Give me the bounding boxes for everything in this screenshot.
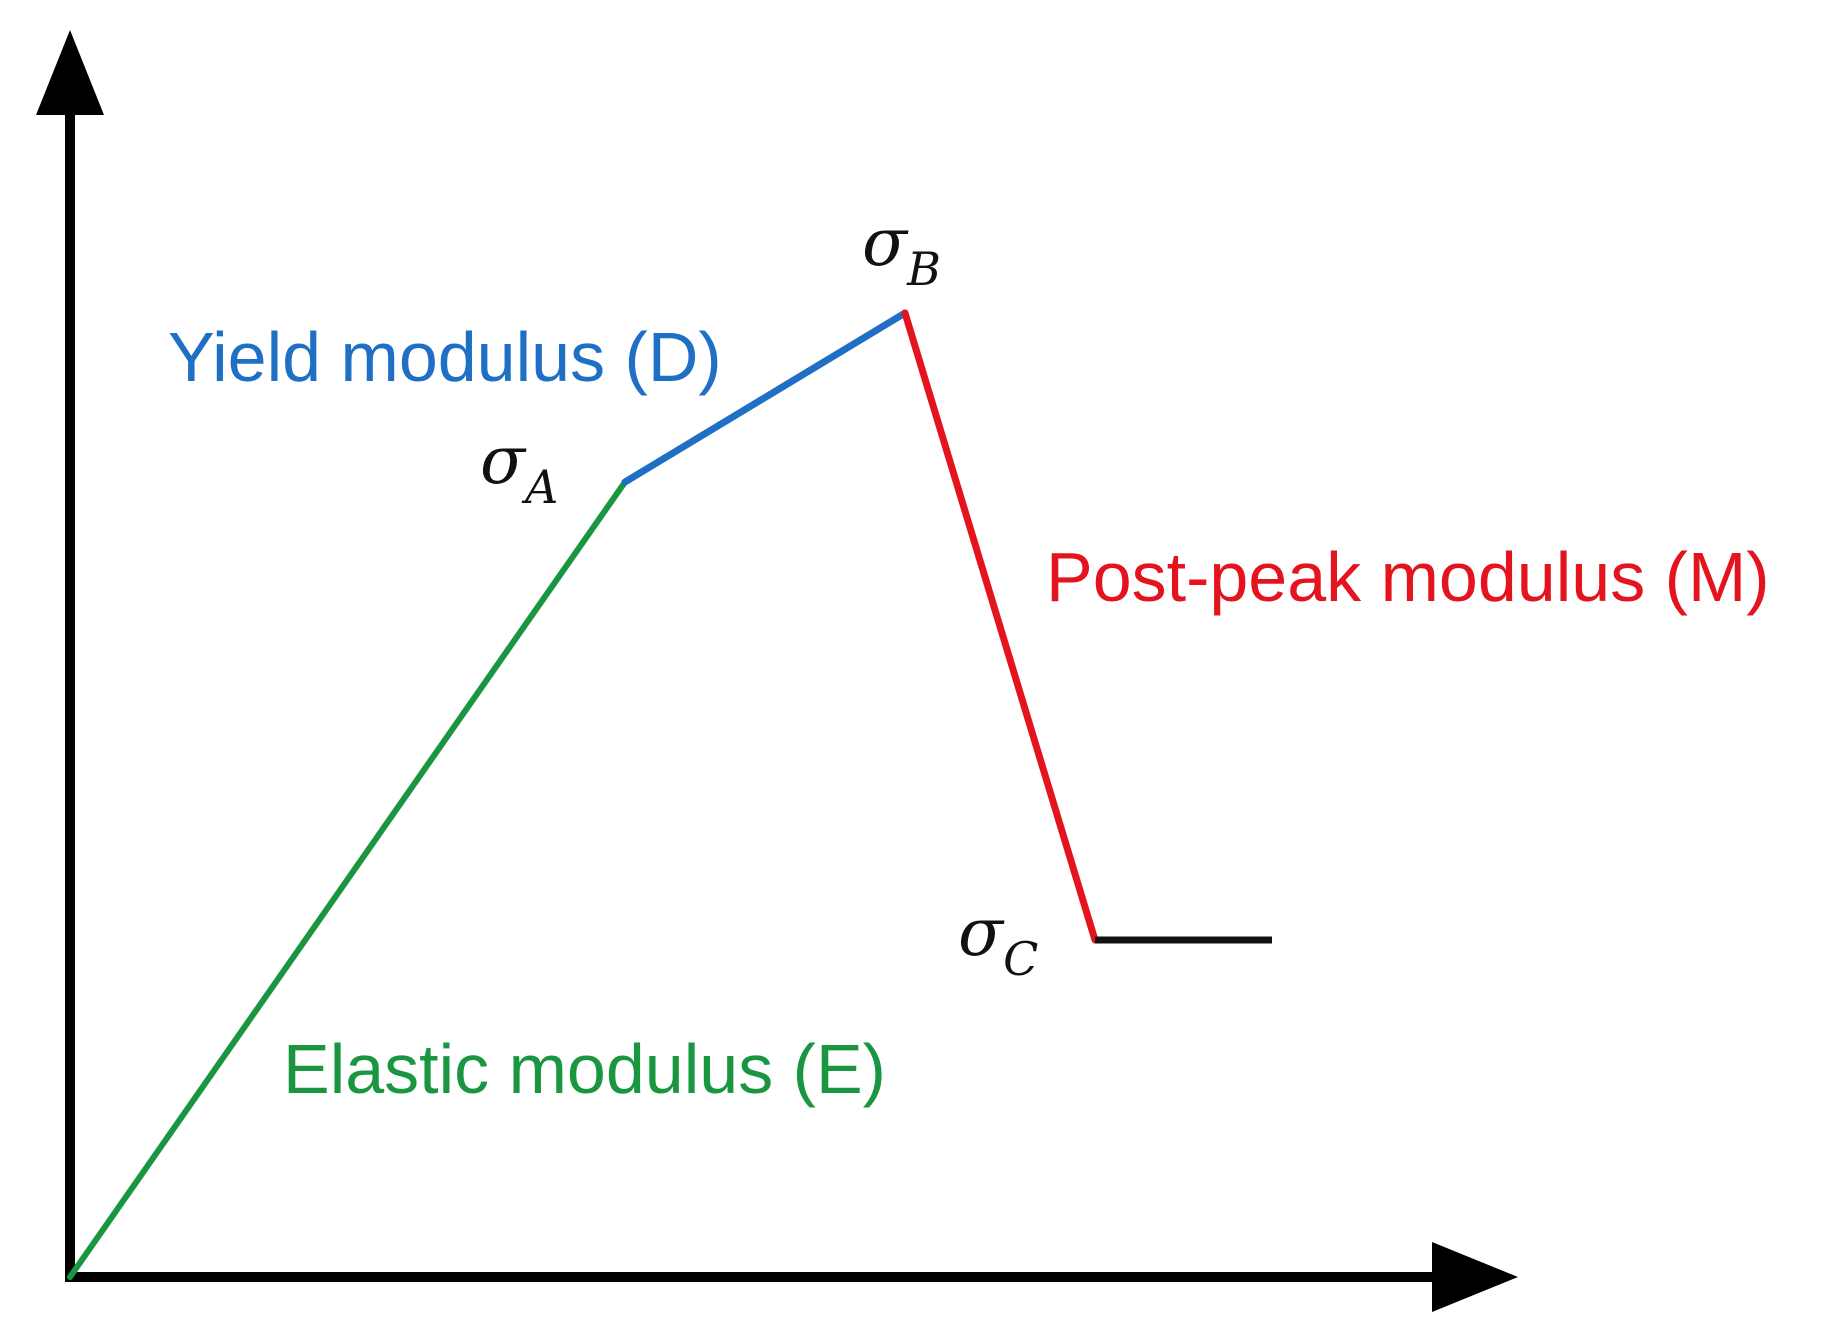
yield-modulus-label: Yield modulus (D) <box>168 318 722 396</box>
point-b-label: σB <box>862 204 941 296</box>
point-c-symbol: σ <box>958 894 1005 971</box>
elastic-modulus-label: Elastic modulus (E) <box>283 1030 886 1108</box>
point-a-subscript: A <box>521 460 558 514</box>
yield-segment <box>621 309 909 486</box>
point-b-symbol: σ <box>862 204 909 281</box>
x-axis-arrowhead <box>1432 1242 1518 1312</box>
point-a-label: σA <box>480 422 558 514</box>
point-a-symbol: σ <box>480 422 527 499</box>
post-peak-modulus-label: Post-peak modulus (M) <box>1046 538 1770 616</box>
post-peak-segment <box>901 309 1099 944</box>
elastic-segment <box>67 479 628 1280</box>
point-c-label: σC <box>958 894 1038 986</box>
y-axis-arrowhead <box>36 30 104 115</box>
point-c-subscript: C <box>1003 932 1038 986</box>
point-b-subscript: B <box>906 242 941 296</box>
